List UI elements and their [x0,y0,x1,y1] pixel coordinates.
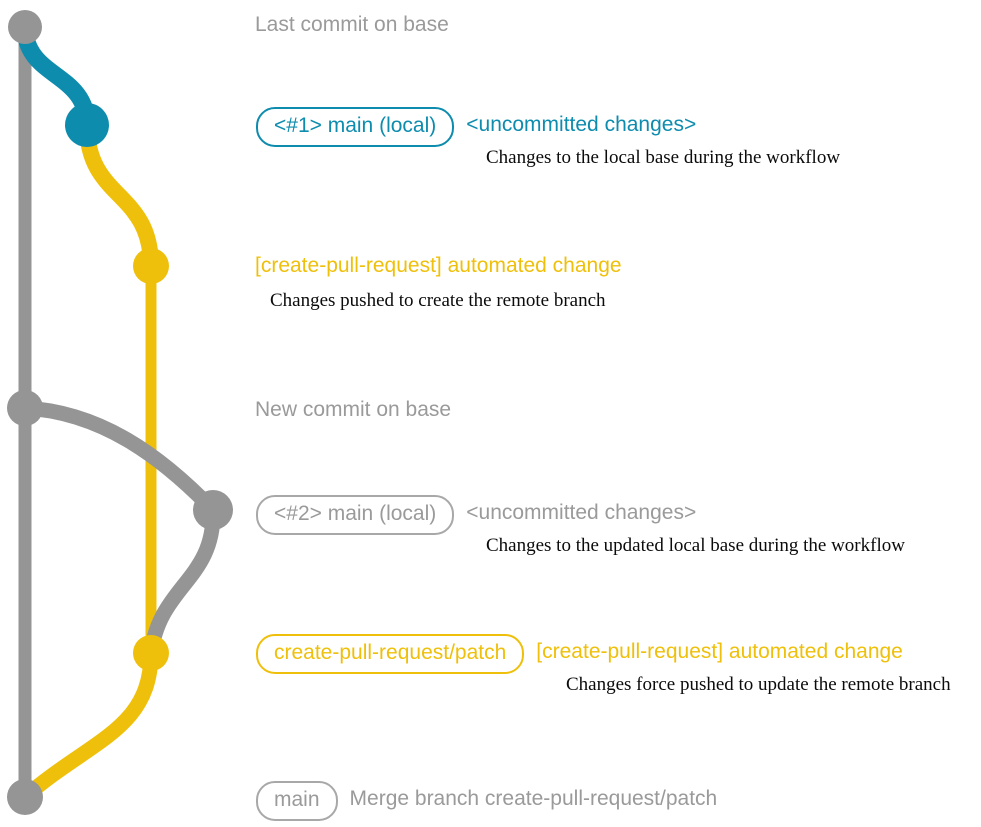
local-branch-2-line [17,400,221,518]
commit-description-patch-2: Changes force pushed to update the remot… [566,674,951,695]
commit-node-local-1[interactable] [65,103,109,147]
row-patch-commit-2: create-pull-request/patch [create-pull-r… [256,634,903,675]
row-new-commit-subject: New commit on base [255,398,452,421]
local-to-patch-line [143,502,221,661]
branch-pill-patch[interactable]: create-pull-request/patch [256,634,525,675]
branch-pill-main[interactable]: main [256,781,338,822]
commit-node-patch-1[interactable] [133,248,169,284]
row-merge-commit: main Merge branch create-pull-request/pa… [256,781,718,822]
commit-subject-patch-1: [create-pull-request] automated change [255,254,622,277]
branch-pill-local-2[interactable]: <#2> main (local) [256,495,455,536]
row-local-commit-2: <#2> main (local) <uncommitted changes> [256,495,697,536]
patch-merge-line [17,645,159,805]
row-last-commit-subject: Last commit on base [255,13,449,36]
commit-node-local-2[interactable] [193,490,233,530]
commit-node-patch-2[interactable] [133,635,169,671]
branch-pill-local-1[interactable]: <#1> main (local) [256,107,455,148]
commit-subject-patch-2: [create-pull-request] automated change [536,640,903,663]
local-branch-1-line [16,18,96,134]
commit-node-base-last[interactable] [8,10,42,44]
commit-subject-local-2: <uncommitted changes> [466,501,697,524]
commit-description-local-1: Changes to the local base during the wor… [486,147,841,168]
commit-subject-merge: Merge branch create-pull-request/patch [349,787,718,810]
row-local-commit-1: <#1> main (local) <uncommitted changes> [256,107,697,148]
commit-subject-local-1: <uncommitted changes> [466,113,697,136]
commit-node-merge[interactable] [7,779,43,815]
patch-branch-1-line [79,117,159,274]
commit-description-local-2: Changes to the updated local base during… [486,535,905,556]
commit-description-patch-1: Changes pushed to create the remote bran… [270,290,606,311]
commit-node-base-new[interactable] [7,390,43,426]
